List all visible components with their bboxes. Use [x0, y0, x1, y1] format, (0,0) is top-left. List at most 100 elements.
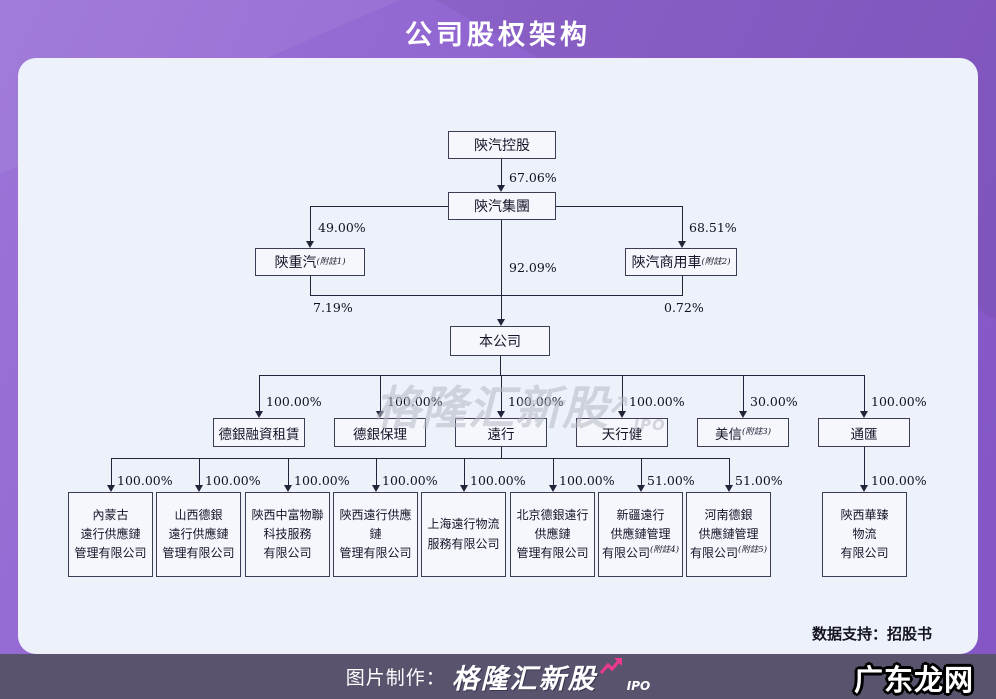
node-shaanxi-yuanxing: 陝西遠行供應鏈 管理有限公司 — [333, 492, 418, 577]
node-deyin-factoring: 德銀保理 — [334, 418, 426, 447]
node-label: 陝西華臻 物流 有限公司 — [840, 507, 889, 561]
node-label: 遠行 — [487, 426, 515, 443]
connector-line — [464, 458, 465, 487]
node-label: 本公司 — [479, 334, 521, 350]
node-shanghai-yuanxing: 上海遠行物流 服務有限公司 — [421, 492, 506, 577]
connector-line — [501, 159, 502, 186]
node-shanxi-deyin: 山西德銀 遠行供應鏈 管理有限公司 — [156, 492, 241, 577]
connector-line — [864, 447, 865, 486]
arrow-down-icon — [497, 411, 505, 418]
arrow-down-icon — [107, 485, 115, 492]
edge-label: 51.00% — [647, 473, 695, 488]
arrow-down-icon — [725, 485, 733, 492]
footer-brand-logo: 格隆汇新股 — [451, 664, 597, 695]
edge-label: 0.72% — [664, 300, 704, 315]
connector-line — [310, 206, 448, 207]
node-zhongfu-wulian: 陝西中富物聯 科技服務 有限公司 — [245, 492, 330, 577]
connector-line — [682, 206, 683, 242]
arrow-down-icon — [376, 411, 384, 418]
node-deyin-leasing: 德銀融資租賃 — [213, 418, 305, 447]
connector-line — [310, 295, 683, 296]
arrow-down-icon — [739, 411, 747, 418]
connector-line — [380, 375, 381, 412]
node-label: 河南德銀 供應鏈管理 有限公司(附註5) — [689, 507, 768, 561]
edge-label: 100.00% — [871, 473, 927, 488]
arrow-down-icon — [637, 485, 645, 492]
node-label: 陝汽集團 — [474, 199, 530, 215]
arrow-down-icon — [497, 319, 505, 326]
node-label: 陝西遠行供應鏈 管理有限公司 — [339, 507, 412, 561]
node-company: 本公司 — [450, 326, 550, 356]
connector-line — [641, 458, 642, 487]
node-label: 山西德銀 遠行供應鏈 管理有限公司 — [162, 507, 235, 561]
edge-label: 100.00% — [205, 473, 261, 488]
arrow-down-icon — [497, 185, 505, 192]
page-title: 公司股权架构 — [405, 20, 591, 51]
edge-label: 100.00% — [508, 394, 564, 409]
node-neimenggu-yuanxing: 內蒙古 遠行供應鏈 管理有限公司 — [68, 492, 153, 577]
edge-label: 30.00% — [750, 394, 798, 409]
node-tianxingjian: 天行健 — [576, 418, 668, 447]
data-source-note: 数据支持：招股书 — [811, 625, 932, 643]
chart-card: 陝汽控股 陝汽集團 陝重汽 (附註1) 陝汽商用車 (附註2) 本公司 德銀融資… — [18, 58, 978, 654]
edge-label: 100.00% — [871, 394, 927, 409]
edge-label: 100.00% — [382, 473, 438, 488]
connector-line — [553, 458, 554, 487]
node-shanqi-commercial: 陝汽商用車 (附註2) — [625, 248, 737, 276]
connector-line — [111, 458, 112, 487]
node-label: 陝西中富物聯 科技服務 有限公司 — [251, 507, 324, 561]
connector-line — [501, 220, 502, 320]
arrow-down-icon — [678, 241, 686, 248]
node-label: 通匯 — [850, 426, 878, 443]
site-logo: 广东龙网 — [853, 663, 974, 697]
node-henan-deyin: 河南德銀 供應鏈管理 有限公司(附註5) — [686, 492, 771, 577]
edge-label: 68.51% — [689, 220, 737, 235]
connector-line — [111, 458, 730, 459]
arrow-down-icon — [860, 485, 868, 492]
edge-label: 100.00% — [117, 473, 173, 488]
edge-label: 51.00% — [735, 473, 783, 488]
credit-label: 图片制作： — [345, 667, 446, 689]
footer-brand-suffix: IPO — [626, 679, 651, 693]
node-tonghui: 通匯 — [818, 418, 910, 447]
edge-label: 7.19% — [313, 300, 353, 315]
connector-line — [864, 375, 865, 412]
node-label: 北京德銀遠行 供應鏈 管理有限公司 — [516, 507, 589, 561]
connector-line — [310, 206, 311, 242]
node-label: 陝汽商用車 — [631, 255, 702, 271]
edge-label: 92.09% — [509, 260, 557, 275]
arrow-down-icon — [618, 411, 626, 418]
connector-line — [376, 458, 377, 487]
edge-label: 100.00% — [294, 473, 350, 488]
connector-line — [259, 375, 260, 412]
node-label: 內蒙古 遠行供應鏈 管理有限公司 — [74, 507, 147, 561]
arrow-down-icon — [460, 485, 468, 492]
arrow-down-icon — [284, 485, 292, 492]
connector-line — [622, 375, 623, 412]
connector-line — [500, 356, 501, 376]
connector-line — [556, 206, 682, 207]
edge-label: 100.00% — [387, 394, 443, 409]
connector-line — [288, 458, 289, 487]
arrow-down-icon — [372, 485, 380, 492]
node-label: 德銀保理 — [353, 426, 407, 443]
node-label: 陝重汽 — [274, 255, 317, 271]
node-label: 新疆遠行 供應鏈管理 有限公司(附註4) — [601, 507, 680, 561]
footer-bar: 图片制作： 格隆汇新股 IPO 广东龙网 — [0, 654, 996, 699]
node-beijing-deyin: 北京德銀遠行 供應鏈 管理有限公司 — [510, 492, 595, 577]
node-shanqi-group: 陝汽集團 — [448, 192, 556, 220]
edge-label: 100.00% — [559, 473, 615, 488]
node-meixin: 美信 (附註3) — [697, 418, 789, 447]
connector-line — [682, 276, 683, 296]
arrow-down-icon — [195, 485, 203, 492]
connector-line — [199, 458, 200, 487]
connector-line — [259, 375, 865, 376]
arrow-down-icon — [306, 241, 314, 248]
node-footnote: (附註3) — [741, 427, 772, 438]
edge-label: 100.00% — [470, 473, 526, 488]
connector-line — [501, 375, 502, 412]
connector-line — [310, 276, 311, 296]
edge-label: 49.00% — [318, 220, 366, 235]
edge-label: 100.00% — [629, 394, 685, 409]
